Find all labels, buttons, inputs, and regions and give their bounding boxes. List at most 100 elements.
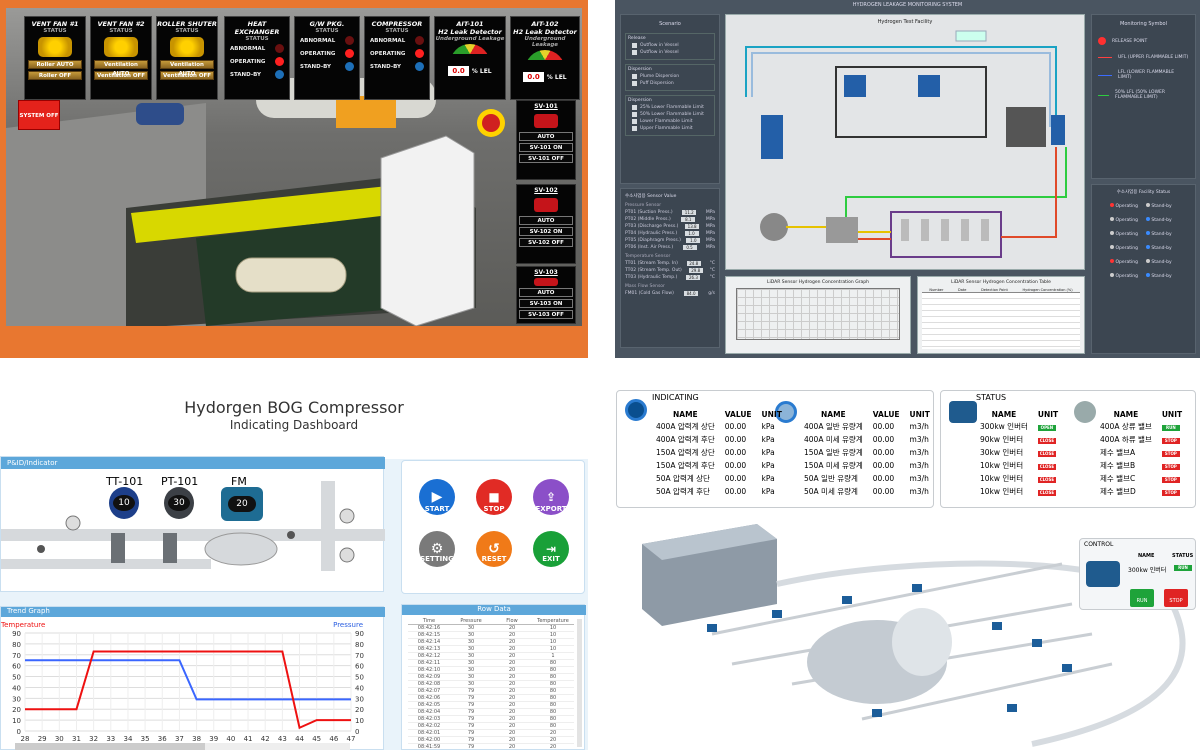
column-header: Time — [422, 618, 436, 624]
start-button[interactable]: ▶ — [419, 479, 455, 515]
status-label: Operating — [1115, 232, 1138, 237]
sv-102-auto-button[interactable]: AUTO — [519, 216, 573, 225]
table-cell: 400A 미세 유량계 — [804, 435, 863, 444]
sv-102-on-button[interactable]: SV-102 ON — [519, 227, 573, 236]
standby-radio[interactable]: Stand-by — [1145, 245, 1172, 251]
x-tick-label: 32 — [89, 735, 98, 743]
table-cell: STOP — [1157, 485, 1187, 498]
checkbox[interactable] — [632, 126, 637, 131]
ventilation-off-button[interactable]: Ventilation OFF — [94, 71, 148, 80]
table-cell: OPEN — [1033, 420, 1063, 433]
trend-scrollbar[interactable] — [15, 743, 350, 750]
sv-103-auto-button[interactable]: AUTO — [519, 288, 573, 297]
table-cell: m3/h — [909, 487, 929, 496]
roller-off-button[interactable]: Roller OFF — [28, 71, 82, 80]
checkbox[interactable] — [632, 112, 637, 117]
standby-radio[interactable]: Stand-by — [1145, 217, 1172, 223]
reset-button[interactable]: ↺ — [476, 531, 512, 567]
table-cell: 20 — [508, 632, 516, 638]
checkbox[interactable] — [632, 74, 637, 79]
standby-radio[interactable]: Stand-by — [1145, 273, 1172, 279]
stop-button[interactable]: ■ — [476, 479, 512, 515]
operating-radio[interactable]: Operating — [1110, 231, 1138, 237]
y2-tick-label: 70 — [355, 652, 364, 660]
row-data-panel: Row Data Time Pressure Flow Temperature … — [401, 604, 586, 750]
table-cell: 08:42:08 — [417, 681, 441, 687]
status-badge: CLOSE — [1037, 438, 1056, 444]
column-header: Date — [958, 288, 967, 292]
exit-button[interactable]: ⇥ — [533, 531, 569, 567]
row-data-scrollbar[interactable] — [577, 619, 582, 747]
status-label: Stand-by — [1151, 246, 1172, 251]
table-cell: 08:42:11 — [417, 660, 441, 666]
column-header: NAME — [673, 410, 698, 419]
export-button[interactable]: ⇪ — [533, 479, 569, 515]
y-tick-label: 30 — [12, 695, 21, 703]
y-tick-label: 60 — [12, 663, 21, 671]
ventilation-auto-button[interactable]: Ventilation AUTO — [94, 60, 148, 77]
standby-radio[interactable]: Stand-by — [1145, 203, 1172, 209]
setting-button[interactable]: ⚙ — [419, 531, 455, 567]
sv-103-panel: SV-103 AUTO SV-103 ON SV-103 OFF — [516, 266, 576, 324]
table-cell: 20 — [508, 716, 516, 722]
detector-title: AIT-101 — [456, 20, 484, 28]
checkbox[interactable] — [632, 43, 637, 48]
operating-label: OPERATING — [230, 58, 266, 65]
page-subtitle: Indicating Dashboard — [229, 418, 359, 432]
table-cell: 30 — [467, 625, 475, 631]
sv-101-auto-button[interactable]: AUTO — [519, 132, 573, 141]
checkbox[interactable] — [632, 81, 637, 86]
sensor-name: PT01 (Suction Press.) — [625, 210, 673, 215]
y-tick-label: 20 — [12, 706, 21, 714]
table-cell: 30 — [467, 653, 475, 659]
sv-101-on-button[interactable]: SV-101 ON — [519, 143, 573, 152]
operating-radio[interactable]: Operating — [1110, 245, 1138, 251]
sv-103-on-button[interactable]: SV-103 ON — [519, 299, 573, 308]
panel-status-label: STATUS — [109, 28, 133, 34]
checkbox[interactable] — [632, 105, 637, 110]
operating-radio[interactable]: Operating — [1110, 273, 1138, 279]
group-title: Dispersion — [628, 67, 652, 72]
checkbox[interactable] — [632, 50, 637, 55]
y-tick-label: 90 — [12, 630, 21, 638]
y-tick-label: 80 — [12, 641, 21, 649]
table-cell: 150A 압력계 후단 — [656, 461, 715, 470]
stop-button[interactable]: STOP — [1164, 589, 1188, 607]
column-header: STATUS — [1172, 553, 1194, 559]
operating-radio[interactable]: Operating — [1110, 259, 1138, 265]
operating-radio[interactable]: Operating — [1110, 217, 1138, 223]
sensor-value: 1.0 — [684, 231, 699, 236]
indicating-title: INDICATING — [652, 393, 699, 402]
run-button[interactable]: RUN — [1130, 589, 1154, 607]
standby-radio[interactable]: Stand-by — [1145, 259, 1172, 265]
table-cell: 08:42:07 — [417, 688, 441, 694]
ventilation-off-button[interactable]: Ventilation OFF — [160, 71, 214, 80]
table-cell: 08:42:06 — [417, 695, 441, 701]
checkbox[interactable] — [632, 119, 637, 124]
reset-label: RESET — [481, 555, 507, 563]
option-label: Outflow in Vessel — [640, 50, 679, 55]
table-cell: 20 — [508, 681, 516, 687]
table-cell: 30 — [467, 667, 475, 673]
sv-102-off-button[interactable]: SV-102 OFF — [519, 238, 573, 247]
standby-radio[interactable]: Stand-by — [1145, 231, 1172, 237]
ventilation-auto-button[interactable]: Ventilation AUTO — [160, 60, 214, 77]
trend-scrollbar-thumb[interactable] — [205, 743, 350, 750]
x-tick-label: 28 — [21, 735, 30, 743]
sensor-name: PT05 (Diaphragm Press.) — [625, 238, 681, 243]
operating-radio[interactable]: Operating — [1110, 203, 1138, 209]
sv-101-off-button[interactable]: SV-101 OFF — [519, 154, 573, 163]
sv-103-off-button[interactable]: SV-103 OFF — [519, 310, 573, 319]
system-off-button[interactable]: SYSTEM OFF — [18, 100, 60, 130]
roller-auto-button[interactable]: Roller AUTO — [28, 60, 82, 69]
